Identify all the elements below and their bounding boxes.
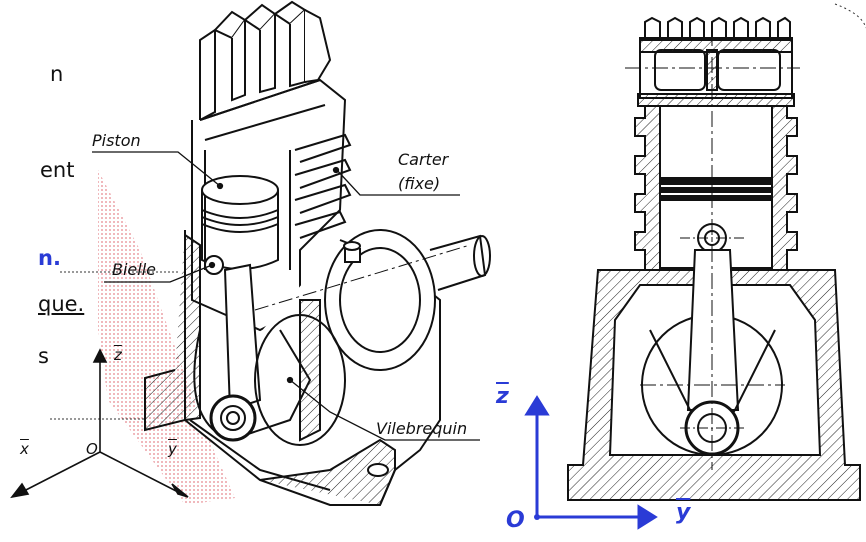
label-bielle: Bielle bbox=[112, 260, 156, 279]
cooling-fins-3d bbox=[199, 0, 332, 122]
text-fragment-3: n. bbox=[38, 246, 61, 270]
axis-label-y-2d: y bbox=[676, 500, 691, 525]
axis-label-origin-2d: O bbox=[506, 508, 525, 533]
label-carter: Carter bbox=[398, 150, 449, 169]
axes-2d bbox=[524, 395, 658, 530]
label-piston: Piston bbox=[92, 131, 141, 150]
origin-dot bbox=[534, 514, 540, 520]
text-fragment-5: s bbox=[38, 344, 49, 368]
text-fragment-4: que. bbox=[38, 292, 85, 316]
axis-label-z-2d: z bbox=[496, 384, 509, 409]
axis-label-z-3d: z bbox=[114, 346, 122, 364]
axes-3d bbox=[10, 348, 189, 499]
compressor-section-view bbox=[567, 16, 861, 501]
compressor-3d-view bbox=[144, 0, 491, 506]
text-fragment-2: ent bbox=[40, 158, 75, 182]
axis-label-x-3d: x bbox=[20, 440, 29, 458]
axis-label-y-3d: y bbox=[168, 440, 177, 458]
text-fragment-1: n bbox=[50, 62, 64, 86]
top-fins bbox=[644, 16, 791, 39]
label-carter-fixe: (fixe) bbox=[398, 174, 441, 193]
dotted-outline bbox=[834, 3, 866, 29]
label-leaders bbox=[92, 151, 480, 441]
axis-label-origin-3d: O bbox=[86, 440, 98, 458]
label-vilebrequin: Vilebrequin bbox=[376, 419, 468, 438]
